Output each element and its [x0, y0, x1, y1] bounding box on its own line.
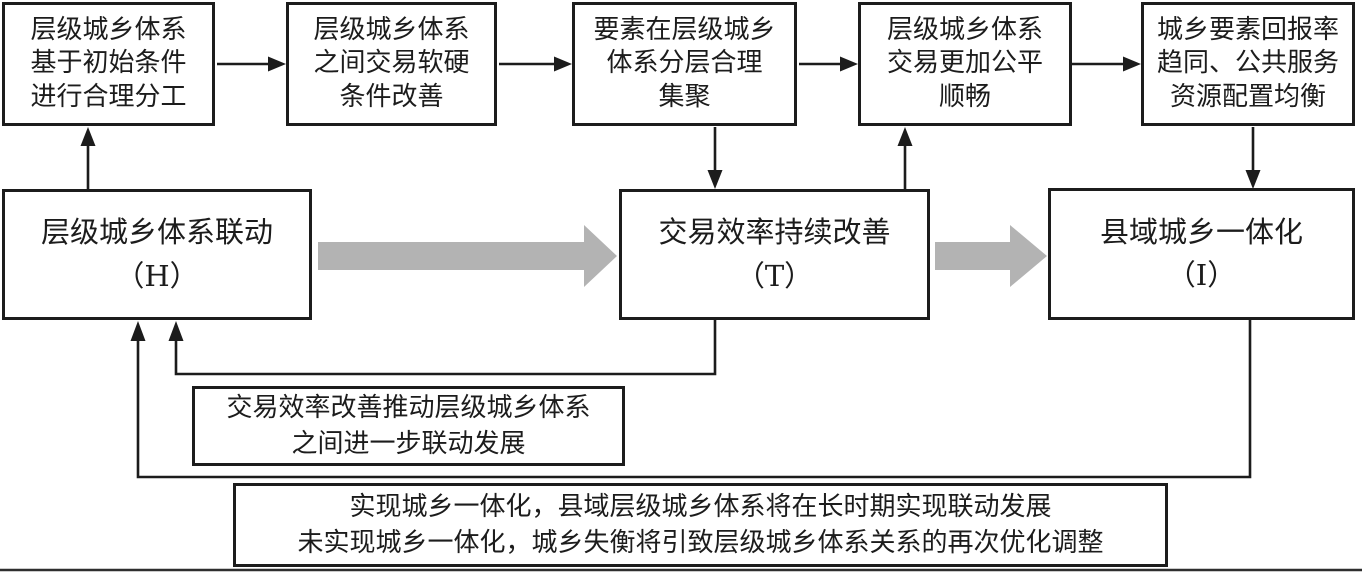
box-initial-division-line1: 层级城乡体系 — [30, 15, 187, 46]
arrowhead-box4-box5 — [1123, 56, 1141, 72]
arrowhead-T-to-box4 — [897, 127, 913, 146]
box-returns-convergence-line3: 资源配置均衡 — [1169, 81, 1326, 112]
block-arrow-T-to-I — [935, 225, 1047, 287]
feedback-label-line1: 交易效率改善推动层级城乡体系 — [226, 392, 591, 423]
box-transaction-efficiency-T: 交易效率持续改善 （T） — [619, 189, 930, 320]
box-initial-division-line3: 进行合理分工 — [30, 81, 187, 112]
box-factor-agglomeration-line1: 要素在层级城乡 — [593, 15, 776, 46]
box-factor-agglomeration-line3: 集聚 — [658, 81, 711, 112]
arrowhead-feedback-T-to-H — [168, 321, 184, 341]
box-returns-convergence-line1: 城乡要素回报率 — [1156, 15, 1339, 46]
box-hierarchy-linkage-H: 层级城乡体系联动 （H） — [2, 189, 312, 320]
arrowhead-box2-box3 — [554, 56, 572, 72]
box-factor-agglomeration-line2: 体系分层合理 — [606, 48, 763, 79]
box-trade-conditions-line1: 层级城乡体系 — [313, 15, 470, 46]
outcome-label-line1: 实现城乡一体化，县域层级城乡体系将在长时期实现联动发展 — [349, 491, 1052, 522]
box-hierarchy-linkage-H-line2: （H） — [115, 258, 199, 293]
feedback-label-line2: 之间进一步联动发展 — [291, 429, 526, 459]
box-initial-division-line2: 基于初始条件 — [30, 48, 187, 79]
box-transaction-efficiency-T-line2: （T） — [735, 258, 814, 293]
arrowhead-box3-box4 — [840, 56, 858, 72]
arrowhead-box5-to-I — [1245, 170, 1261, 189]
arrowhead-feedback-I-to-H — [130, 321, 146, 341]
feedback-label: 交易效率改善推动层级城乡体系 之间进一步联动发展 — [192, 386, 625, 466]
box-fair-trade-line3: 顺畅 — [938, 81, 991, 112]
box-fair-trade: 层级城乡体系 交易更加公平 顺畅 — [858, 2, 1072, 126]
box-initial-division: 层级城乡体系 基于初始条件 进行合理分工 — [2, 2, 215, 126]
box-fair-trade-line1: 层级城乡体系 — [886, 15, 1043, 46]
box-trade-conditions: 层级城乡体系 之间交易软硬 条件改善 — [286, 2, 497, 126]
box-urban-rural-integration-I-line1: 县域城乡一体化 — [1099, 214, 1303, 249]
box-urban-rural-integration-I: 县域城乡一体化 （I） — [1048, 188, 1355, 320]
arrowhead-box1-box2 — [268, 56, 286, 72]
outcome-label-line2: 未实现城乡一体化，城乡失衡将引致层级城乡体系关系的再次优化调整 — [297, 528, 1104, 558]
box-fair-trade-line2: 交易更加公平 — [886, 48, 1043, 79]
arrowhead-box3-to-T — [707, 170, 723, 189]
outcome-label: 实现城乡一体化，县域层级城乡体系将在长时期实现联动发展 未实现城乡一体化，城乡失… — [233, 483, 1168, 567]
arrowhead-H-to-box1 — [80, 127, 96, 146]
box-factor-agglomeration: 要素在层级城乡 体系分层合理 集聚 — [572, 2, 797, 126]
feedback-line-T-to-H — [174, 320, 717, 376]
box-returns-convergence: 城乡要素回报率 趋同、公共服务 资源配置均衡 — [1141, 2, 1355, 126]
box-hierarchy-linkage-H-line1: 层级城乡体系联动 — [40, 215, 273, 249]
box-trade-conditions-line2: 之间交易软硬 — [313, 48, 470, 79]
box-urban-rural-integration-I-line2: （I） — [1166, 258, 1237, 292]
block-arrow-H-to-T — [318, 225, 617, 287]
box-transaction-efficiency-T-line1: 交易效率持续改善 — [658, 215, 891, 249]
box-returns-convergence-line2: 趋同、公共服务 — [1156, 48, 1339, 79]
box-trade-conditions-line3: 条件改善 — [339, 81, 444, 112]
